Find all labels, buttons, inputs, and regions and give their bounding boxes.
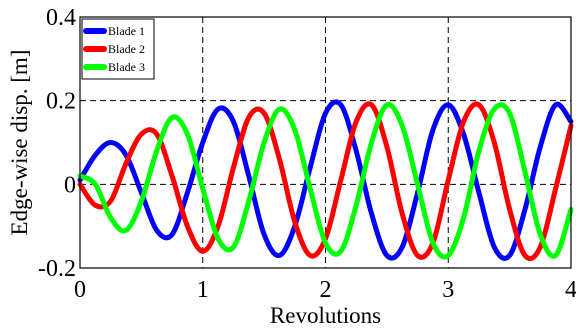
y-axis-label: Edge-wise disp. [m] bbox=[7, 50, 32, 236]
legend-entry: Blade 3 bbox=[108, 60, 145, 74]
y-tick-label: 0.2 bbox=[46, 89, 76, 115]
plot-frame bbox=[79, 16, 572, 269]
x-tick-label: 4 bbox=[565, 277, 576, 303]
y-tick-label: 0 bbox=[64, 172, 76, 198]
x-axis-label: Revolutions bbox=[270, 303, 381, 328]
y-tick-label: -0.2 bbox=[38, 256, 76, 282]
legend-entry: Blade 1 bbox=[108, 24, 145, 38]
x-tick-label: 3 bbox=[442, 277, 454, 303]
y-tick-label: 0.4 bbox=[46, 5, 76, 31]
x-tick-label: 1 bbox=[197, 277, 209, 303]
x-tick-label: 0 bbox=[74, 277, 86, 303]
series-line-blade-3 bbox=[77, 101, 574, 260]
legend: Blade 1 Blade 2 Blade 3 bbox=[81, 18, 155, 80]
series-line-blade-2 bbox=[77, 101, 574, 261]
plot-lines bbox=[77, 99, 574, 261]
legend-entry: Blade 2 bbox=[108, 42, 145, 56]
x-tick-label: 2 bbox=[320, 277, 332, 303]
series-line-blade-1 bbox=[77, 99, 574, 261]
